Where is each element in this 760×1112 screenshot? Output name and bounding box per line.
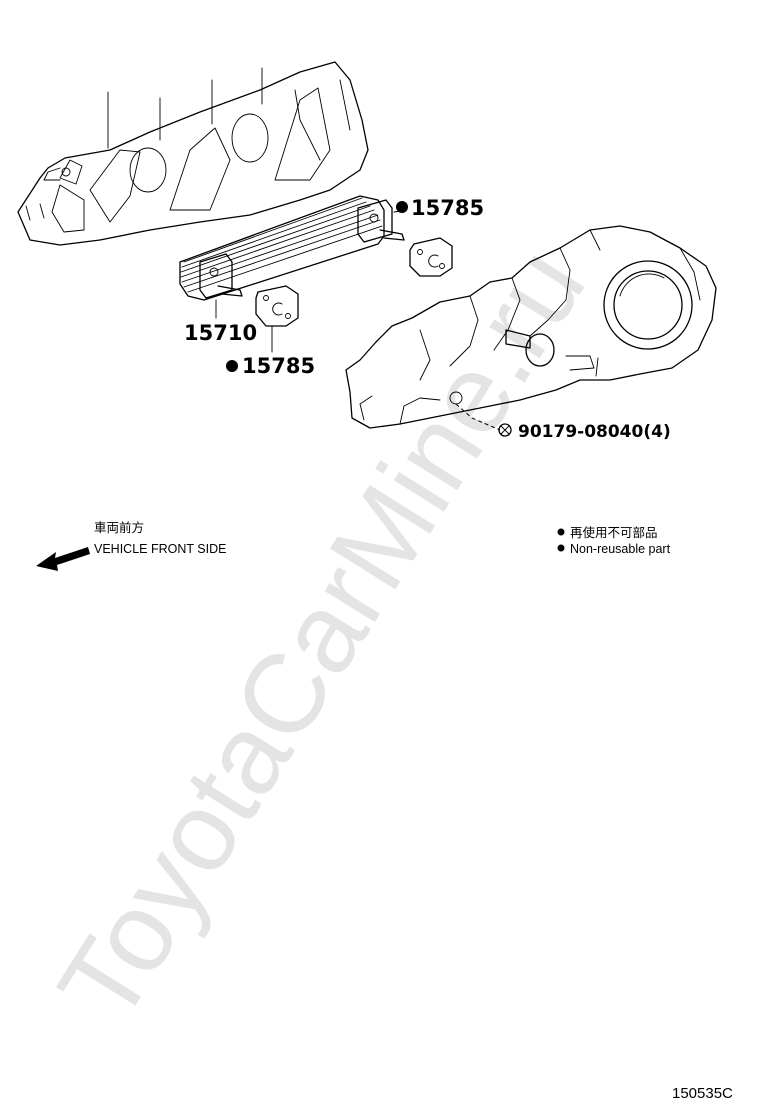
gasket-lower-drawing xyxy=(255,285,299,327)
engine-housing-drawing xyxy=(345,225,717,429)
callout-15710: 15710 xyxy=(184,321,257,345)
legend-bullet-icon-jp xyxy=(557,528,565,536)
engine-block-drawing xyxy=(17,61,369,246)
callout-90179-08040: 90179-08040(4) xyxy=(518,422,671,442)
legend-text-jp: 再使用不可部品 xyxy=(570,525,658,540)
legend-text-en: Non-reusable part xyxy=(570,542,671,556)
front-arrow-icon xyxy=(36,547,90,571)
callout-15785-lower: 15785 xyxy=(242,354,315,378)
legend-bullet-icon-en xyxy=(557,544,565,552)
front-label-en: VEHICLE FRONT SIDE xyxy=(94,542,226,556)
gasket-upper-drawing xyxy=(409,237,453,277)
front-label-jp: 車両前方 xyxy=(94,520,144,535)
non-reusable-marker-lower xyxy=(226,360,238,372)
non-reusable-marker-upper xyxy=(396,201,408,213)
figure-id: 150535C xyxy=(672,1085,733,1102)
oil-cooler-drawing xyxy=(179,195,405,301)
vehicle-front-indicator: 車両前方 VEHICLE FRONT SIDE xyxy=(36,520,226,571)
nut-icon xyxy=(498,423,512,437)
callout-15785-upper: 15785 xyxy=(411,196,484,220)
legend: 再使用不可部品 Non-reusable part xyxy=(557,525,671,556)
watermark-text: ToyotaCarMine.ru xyxy=(34,227,608,1043)
